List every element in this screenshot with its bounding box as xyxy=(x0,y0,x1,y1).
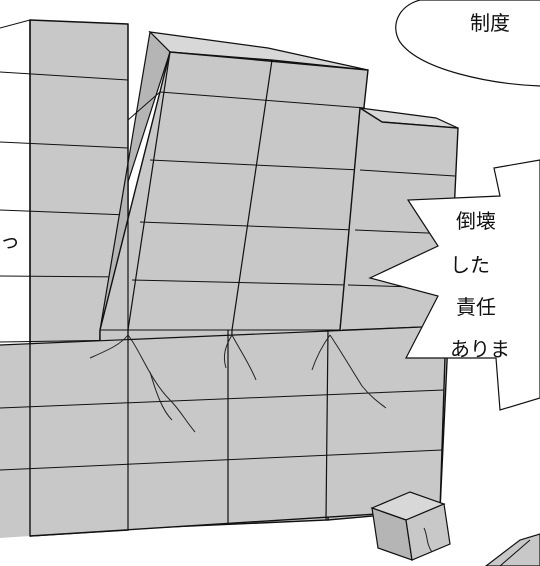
cracks xyxy=(89,334,387,433)
caption-line-1: 倒壊 xyxy=(456,209,496,233)
caption-line-4: ありま xyxy=(450,337,510,361)
debris xyxy=(370,491,540,566)
caption-line-2: した xyxy=(450,253,490,277)
lower-floors xyxy=(0,20,447,538)
speech-bubble-text: 制度 xyxy=(470,11,510,35)
left-partial-text: っ xyxy=(0,229,20,253)
caption-bubble: 倒壊 した 責任 ありま xyxy=(368,159,540,411)
caption-line-3: 責任 xyxy=(456,295,496,319)
speech-bubble: 制度 xyxy=(395,0,540,87)
